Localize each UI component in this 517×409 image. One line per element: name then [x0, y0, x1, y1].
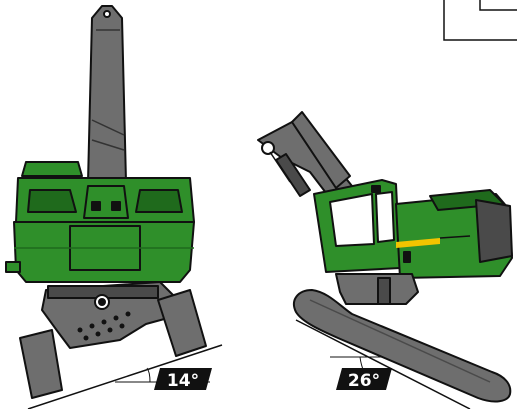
corner-frame: [443, 0, 517, 41]
front-cab-top: [21, 161, 83, 177]
front-angle-arc: [146, 367, 151, 383]
front-boom: [87, 5, 127, 183]
front-ground-line: [27, 344, 223, 409]
front-tilt-label: 14°: [167, 371, 199, 391]
side-view-machine: [257, 111, 513, 409]
side-tilt-badge: 26°: [336, 368, 392, 391]
side-tilt-label: 26°: [348, 371, 380, 391]
front-tilt-badge: 14°: [154, 368, 212, 391]
side-ground-line: [295, 319, 471, 409]
front-track-left: [19, 329, 63, 399]
side-yellow-stripe: [396, 238, 440, 248]
front-track-right: [157, 289, 207, 357]
side-boom-cylinder: [275, 153, 311, 197]
side-cab-window: [329, 193, 375, 247]
front-view-machine: [5, 5, 223, 409]
